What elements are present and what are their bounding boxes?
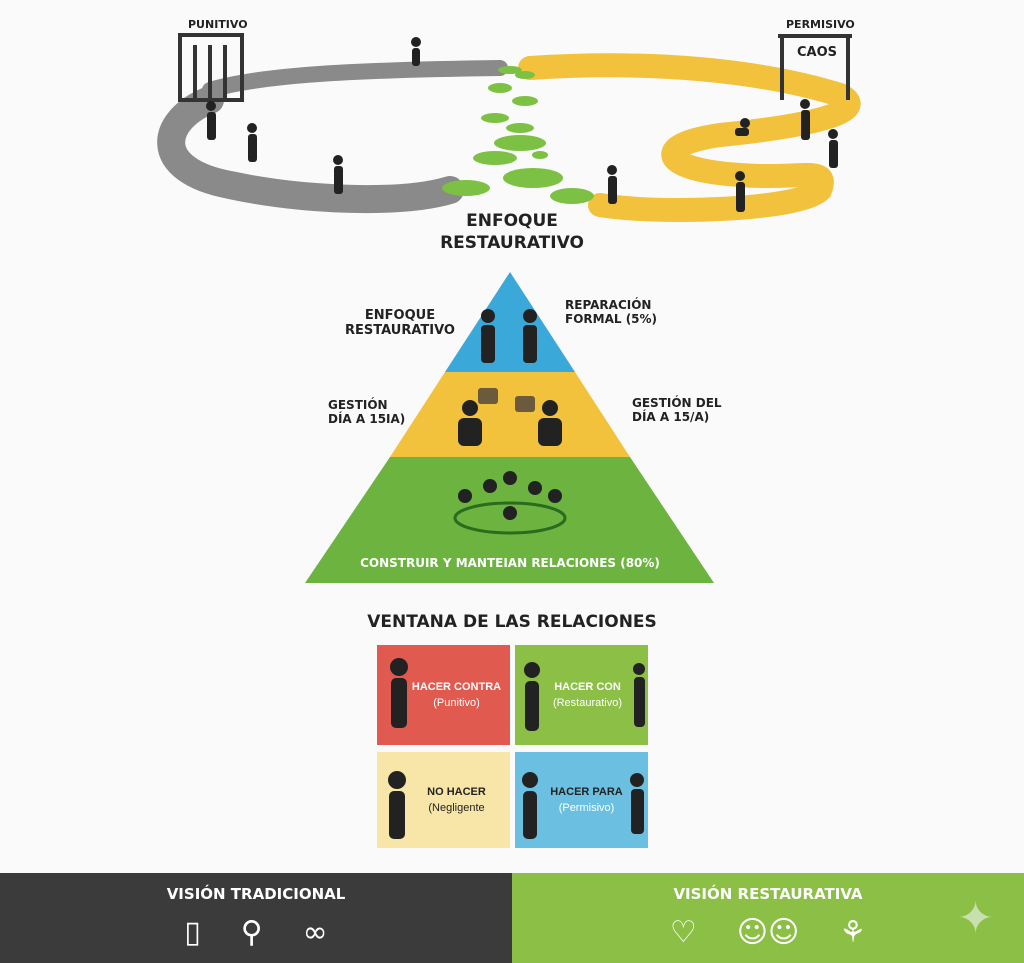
heart-bubble-icon [478,388,498,404]
person-icons [206,37,838,212]
quadrant-subtitle: (Punitivo) [433,697,480,709]
person-icons [453,309,567,535]
chaos-label: CAOS [797,45,838,60]
magnifier-icon: ⚲ [240,915,263,950]
pyramid [305,272,714,583]
quadrant-subtitle: (Restaurativo) [552,697,623,709]
group-icon: ☺☺ [736,915,800,950]
punitive-path [157,86,464,214]
main-title: ENFOQUE RESTAURATIVO [412,210,612,254]
quadrant-subtitle: (Negligente [428,802,485,814]
quadrant-permissive [515,752,648,848]
quadrant-title: HACER CONTRA [411,681,502,693]
handcuffs-icon: ∞ [302,915,328,950]
quadrant-person-icons [388,658,645,839]
title-line2: RESTAURATIVO [440,233,584,253]
question-bubble-icon [515,396,535,412]
permissive-path [518,53,861,222]
quadrant-punitive-text: HACER CONTRA (Punitivo) [377,645,510,745]
permissive-label: PERMISIVO [786,18,855,31]
restorative-vision-title: VISIÓN RESTAURATIVA [673,885,863,903]
pyramid-base-tier [305,457,714,583]
paths-illustration [157,33,861,222]
quadrant-negligent-text: NO HACER (Negligente [377,752,510,848]
quadrant-subtitle: (Permisivo) [558,802,615,814]
punitive-label: PUNITIVO [188,18,248,31]
traditional-vision-panel: VISIÓN TRADICIONAL ▯ ⚲ ∞ [0,873,512,963]
sparkle-icon: ✦ [957,893,994,944]
pyramid-top-tier [445,272,575,372]
broken-gate-icon [778,34,852,100]
quadrant-title: NO HACER [427,786,486,798]
plant-icon: ⚘ [839,915,867,950]
pyramid-middle-tier [390,372,630,457]
quadrant-title: HACER CON [554,681,621,693]
title-line1: ENFOQUE [466,211,558,231]
quadrant-restorative-text: HACER CON (Restaurativo) [515,645,648,745]
quadrant-permissive-text: HACER PARA (Permisivo) [515,752,648,848]
traditional-vision-title: VISIÓN TRADICIONAL [166,885,346,903]
window-title: VENTANA DE LAS RELACIONES [367,612,657,632]
gate-icon [178,33,244,102]
broken-heart-icon: ♡ [669,915,697,950]
quadrant-title: HACER PARA [550,786,623,798]
document-icon: ▯ [184,915,201,950]
pyramid-base-label: CONSTRUIR Y MANTEIAN RELACIONES (80%) [360,556,660,570]
restorative-vision-panel: VISIÓN RESTAURATIVA ♡ ☺☺ ⚘ ✦ [512,873,1024,963]
stepping-stones [442,66,594,204]
